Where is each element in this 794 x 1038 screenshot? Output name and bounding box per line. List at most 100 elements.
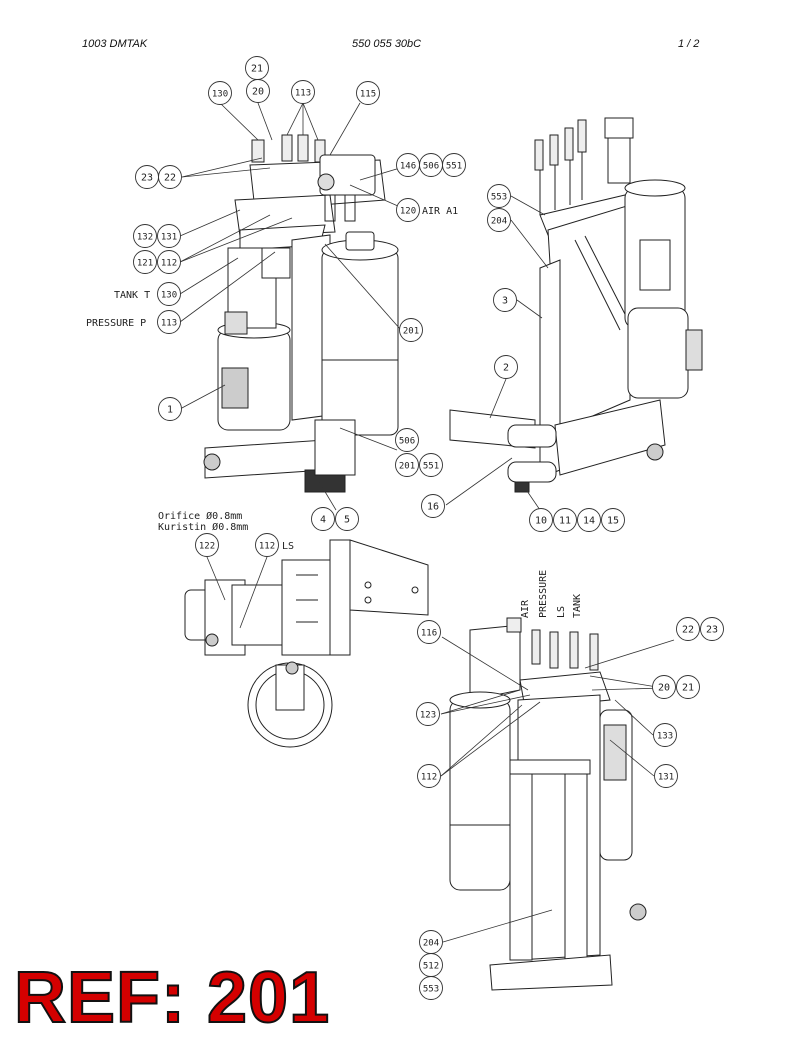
callout-number: 23 xyxy=(706,625,718,636)
callout-circle xyxy=(494,355,518,379)
callout-balloon: 21 xyxy=(676,675,700,699)
label-orifice: Orifice Ø0.8mm xyxy=(158,510,242,522)
label-tank-t: TANK T xyxy=(114,290,150,301)
callout-number: 133 xyxy=(657,732,673,742)
callout-balloon: 506 xyxy=(419,153,443,177)
view-4-unit xyxy=(449,617,647,991)
callout-balloon: 553 xyxy=(487,184,511,208)
callout-number: 123 xyxy=(420,711,436,721)
callout-balloon: 23 xyxy=(700,617,724,641)
callout-balloon: 122 xyxy=(195,533,219,557)
callout-circle xyxy=(157,224,181,248)
callout-balloon: 1 xyxy=(158,397,182,421)
callout-number: 121 xyxy=(137,259,153,269)
callout-balloon: 16 xyxy=(421,494,445,518)
callout-balloon: 20 xyxy=(246,79,270,103)
callout-number: 113 xyxy=(161,319,177,329)
callout-circle xyxy=(157,282,181,306)
callout-number: 21 xyxy=(251,64,263,75)
callout-balloon: 10 xyxy=(529,508,553,532)
callout-circle xyxy=(133,250,157,274)
callout-balloon: 22 xyxy=(676,617,700,641)
callout-balloon: 112 xyxy=(255,533,279,557)
view-2-unit xyxy=(449,117,703,493)
callout-circle xyxy=(157,310,181,334)
callout-balloon: 15 xyxy=(601,508,625,532)
callout-number: 553 xyxy=(491,193,507,203)
callout-number: 116 xyxy=(421,629,437,639)
callout-number: 16 xyxy=(427,502,439,513)
callout-circle xyxy=(246,79,270,103)
callout-balloon: 4 xyxy=(311,507,335,531)
label-port-tank: TANK xyxy=(572,594,583,618)
callout-balloon: 130 xyxy=(208,81,232,105)
callout-number: 112 xyxy=(259,542,275,552)
callout-balloon: 131 xyxy=(157,224,181,248)
callout-balloon: 113 xyxy=(157,310,181,334)
callout-balloon: 112 xyxy=(157,250,181,274)
callout-balloon: 20 xyxy=(652,675,676,699)
callout-circle xyxy=(255,533,279,557)
callout-balloon: 204 xyxy=(419,930,443,954)
callout-number: 4 xyxy=(320,515,326,526)
callout-circle xyxy=(395,453,419,477)
callout-circle xyxy=(487,208,511,232)
callout-balloon: 146 xyxy=(396,153,420,177)
callout-number: 201 xyxy=(403,327,419,337)
callout-balloon: 121 xyxy=(133,250,157,274)
callout-circle xyxy=(419,976,443,1000)
callout-number: 21 xyxy=(682,683,694,694)
callout-circle xyxy=(395,428,419,452)
callout-circle xyxy=(356,81,380,105)
callout-number: 506 xyxy=(399,437,415,447)
label-ls: LS xyxy=(282,541,294,552)
callout-number: 14 xyxy=(583,516,595,527)
callout-number: 10 xyxy=(535,516,547,527)
ref-label: REF: 201 xyxy=(13,958,331,1038)
callout-balloon: 120 xyxy=(396,198,420,222)
callout-circle xyxy=(493,288,517,312)
callout-balloon: 23 xyxy=(135,165,159,189)
callout-balloon: 21 xyxy=(245,56,269,80)
callout-circle xyxy=(487,184,511,208)
callout-balloon: 3 xyxy=(493,288,517,312)
label-pressure-p: PRESSURE P xyxy=(86,318,146,329)
header-part-number: 550 055 30bC xyxy=(352,38,422,50)
callout-balloon: 553 xyxy=(419,976,443,1000)
callout-number: 20 xyxy=(252,87,264,98)
callout-number: 5 xyxy=(344,515,350,526)
callout-number: 22 xyxy=(682,625,694,636)
callout-number: 15 xyxy=(607,516,619,527)
callout-number: 120 xyxy=(400,207,416,217)
callout-number: 3 xyxy=(502,296,508,307)
callout-circle xyxy=(416,702,440,726)
callout-balloon: 130 xyxy=(157,282,181,306)
callout-circle xyxy=(652,675,676,699)
header-page-number: 1 / 2 xyxy=(678,38,700,50)
header-doc-code: 1003 DMTAK xyxy=(82,38,148,50)
callout-circle xyxy=(442,153,466,177)
callout-circle xyxy=(158,165,182,189)
callout-number: 22 xyxy=(164,173,176,184)
callout-number: 132 xyxy=(137,233,153,243)
callout-balloon: 115 xyxy=(356,81,380,105)
label-kuristin: Kuristin Ø0.8mm xyxy=(158,521,248,533)
callout-balloon: 551 xyxy=(442,153,466,177)
callout-number: 2 xyxy=(503,363,509,374)
view-1-unit xyxy=(203,134,399,493)
callout-number: 506 xyxy=(423,162,439,172)
label-port-ls: LS xyxy=(556,606,567,618)
callout-circle xyxy=(311,507,335,531)
callout-balloon: 112 xyxy=(417,764,441,788)
callout-balloon: 116 xyxy=(417,620,441,644)
label-port-air: AIR xyxy=(520,599,531,618)
callout-balloon: 204 xyxy=(487,208,511,232)
callout-number: 113 xyxy=(295,89,311,99)
callout-circle xyxy=(653,723,677,747)
callout-balloon: 201 xyxy=(395,453,419,477)
callout-number: 131 xyxy=(161,233,177,243)
callout-circle xyxy=(529,508,553,532)
callout-circle xyxy=(157,250,181,274)
callout-circle xyxy=(700,617,724,641)
callout-balloon: 506 xyxy=(395,428,419,452)
